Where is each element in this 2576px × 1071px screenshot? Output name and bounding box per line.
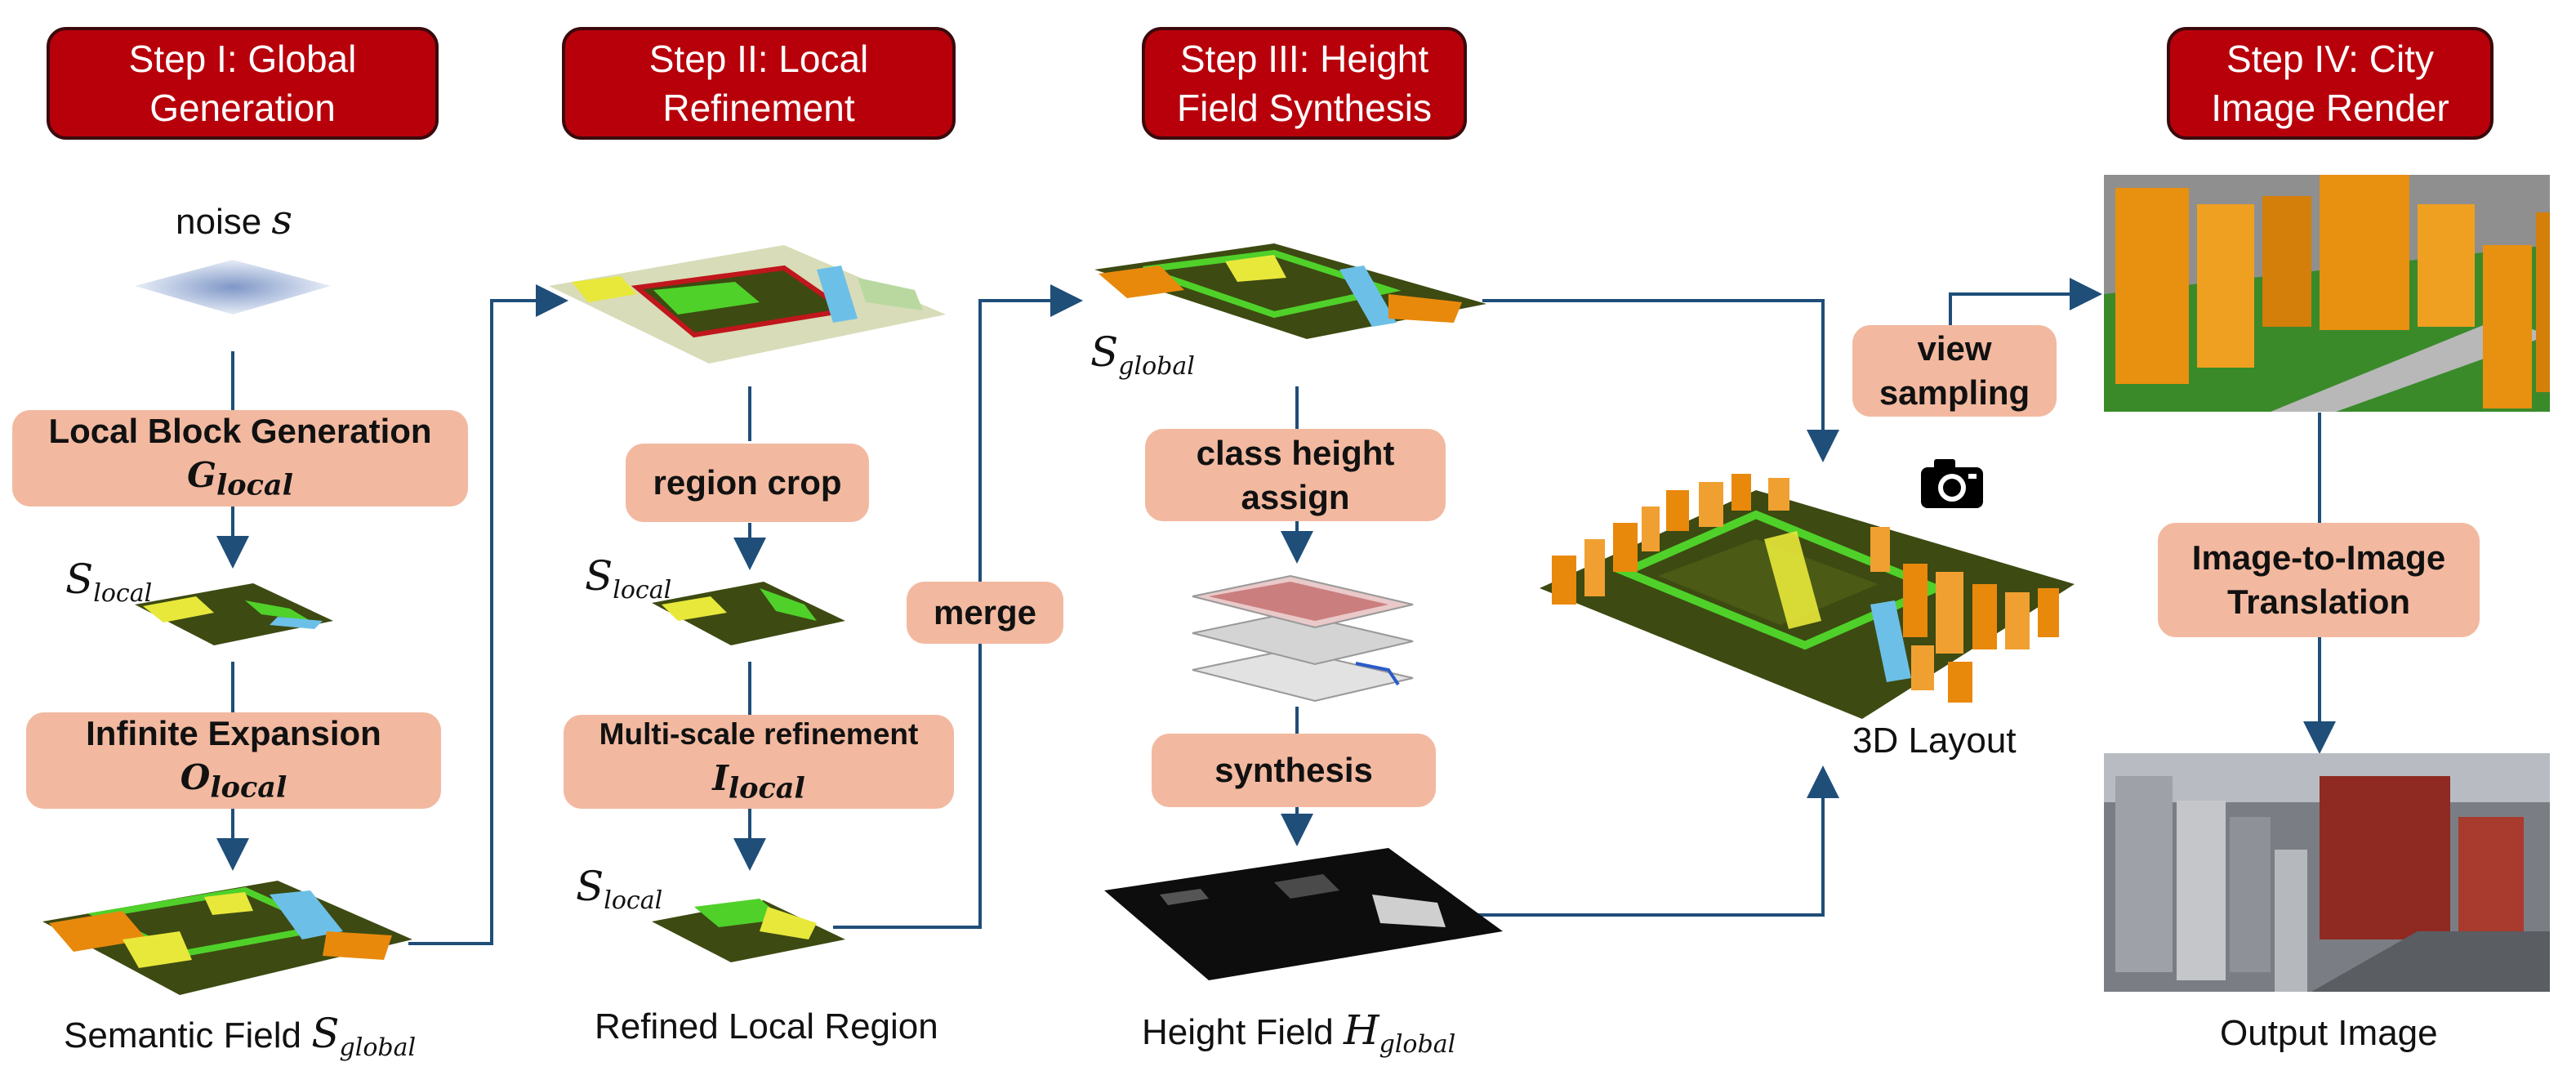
camera-icon <box>1921 459 1983 508</box>
step-3-header: Step III: Height Field Synthesis <box>1142 27 1467 140</box>
sglobal-label: Sglobal <box>1090 328 1195 382</box>
slocal-map-3 <box>652 899 845 962</box>
noise-label: noise s <box>176 196 293 243</box>
view-sampling-line2: sampling <box>1879 373 2030 412</box>
view-sampling-line1: view <box>1917 329 1992 368</box>
step-3-line1: Step III: Height <box>1179 38 1429 80</box>
step-4-line2: Image Render <box>2211 87 2449 129</box>
semantic-field-map <box>42 881 412 995</box>
step-2-header: Step II: Local Refinement <box>562 27 956 140</box>
height-field-map <box>1104 848 1503 980</box>
refined-local-region-caption: Refined Local Region <box>595 1006 938 1046</box>
multiscale-refinement-box: Multi-scale refinement Ilocal <box>564 715 954 809</box>
multiscale-refinement-label: Multi-scale refinement <box>599 717 919 752</box>
slocal-label-3: Slocal <box>576 863 663 916</box>
view-sampling-box: view sampling <box>1852 325 2057 417</box>
infinite-expansion-label: Infinite Expansion <box>86 713 381 752</box>
arrow-global-to-layout <box>1482 299 1839 462</box>
3d-layout-scene <box>1540 474 2075 719</box>
3d-layout-caption: 3D Layout <box>1852 721 2017 761</box>
arrow-view-to-render <box>1949 278 2102 325</box>
local-block-generation-label: Local Block Generation <box>48 411 432 450</box>
noise-symbol: s <box>271 196 293 243</box>
refinement-map-top <box>549 245 946 364</box>
height-class-layers <box>1192 574 1414 703</box>
merge-label: merge <box>933 593 1037 631</box>
slocal-map-2 <box>652 582 845 645</box>
region-crop-box: region crop <box>626 444 869 522</box>
step-3-line2: Field Synthesis <box>1177 87 1432 129</box>
local-block-generation-box: Local Block Generation Glocal <box>12 410 468 506</box>
g-local-symbol: Glocal <box>187 454 293 502</box>
region-crop-label: region crop <box>653 463 842 502</box>
step-2-line2: Refinement <box>662 87 855 129</box>
step-1-line2: Generation <box>149 87 336 129</box>
translation-line2: Translation <box>2226 582 2411 621</box>
step-1-line1: Step I: Global <box>128 38 357 80</box>
step-4-header: Step IV: City Image Render <box>2167 27 2494 140</box>
infinite-expansion-box: Infinite Expansion Olocal <box>26 712 441 809</box>
step-2-line1: Step II: Local <box>648 38 869 80</box>
arrow-height-to-layout <box>1446 765 1839 917</box>
synthesis-box: synthesis <box>1152 734 1436 807</box>
height-field-caption: Height Field Hglobal <box>1142 1006 1456 1059</box>
slocal-label-2: Slocal <box>585 552 672 605</box>
class-height-assign-box: class height assign <box>1145 429 1446 521</box>
merge-box: merge <box>907 582 1063 644</box>
step-1-header: Step I: Global Generation <box>47 27 439 140</box>
slocal-map-1 <box>135 583 333 645</box>
output-image-caption: Output Image <box>2220 1013 2438 1053</box>
synthesis-label: synthesis <box>1214 751 1373 789</box>
image-to-image-translation-box: Image-to-Image Translation <box>2158 523 2480 637</box>
noise-image <box>135 260 331 315</box>
global-map <box>1094 243 1486 339</box>
o-local-symbol: Olocal <box>180 756 287 805</box>
i-local-symbol: Ilocal <box>712 758 805 805</box>
output-image <box>2104 753 2550 992</box>
semantic-field-caption: Semantic Field Sglobal <box>64 1010 417 1062</box>
class-height-line1: class height <box>1196 433 1395 472</box>
step-4-line1: Step IV: City <box>2226 38 2434 80</box>
slocal-label-1: Slocal <box>65 556 153 609</box>
class-height-line2: assign <box>1241 477 1350 516</box>
rendered-layout-image <box>2104 175 2550 412</box>
arrow-field-to-crop <box>408 284 568 945</box>
translation-line1: Image-to-Image <box>2191 538 2446 577</box>
